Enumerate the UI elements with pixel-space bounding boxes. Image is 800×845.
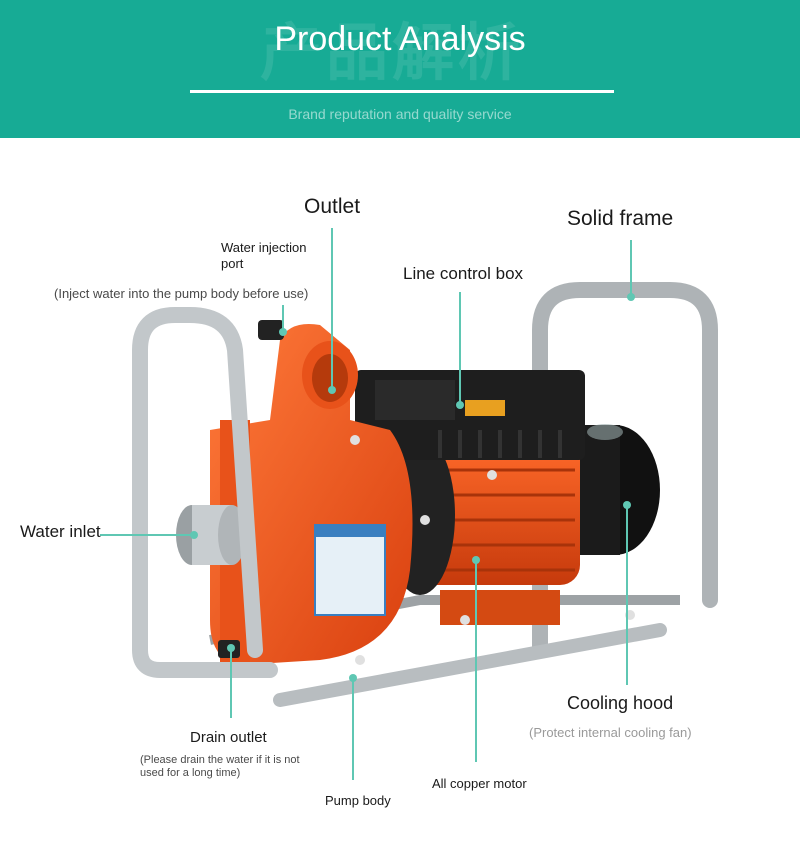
label-outlet: Outlet — [304, 195, 361, 218]
header-watermark: 产品解析 — [260, 16, 525, 89]
label-all-copper-motor: All copper motor — [432, 776, 527, 791]
label-cooling-hood: Cooling hood — [567, 693, 674, 713]
label-pump-body: Pump body — [325, 793, 391, 808]
label-drain-outlet: Drain outlet — [190, 729, 267, 746]
water-pump-illustration — [132, 282, 718, 707]
label-water-inlet: Water inlet — [20, 522, 101, 541]
label-solid-frame: Solid frame — [567, 207, 674, 230]
note-cooling-hood: (Protect internal cooling fan) — [529, 725, 692, 740]
label-water-injection-port: Water injection port — [221, 240, 307, 271]
note-water-injection: (Inject water into the pump body before … — [54, 286, 309, 301]
page-title: Product Analysis — [274, 20, 526, 58]
label-line-control-box: Line control box — [403, 264, 524, 283]
title-underline — [190, 90, 614, 93]
note-drain-outlet: (Please drain the water if it is not use… — [140, 754, 300, 779]
page-subtitle: Brand reputation and quality service — [288, 106, 512, 122]
header-banner: 产品解析 Product Analysis Brand reputation a… — [0, 0, 800, 138]
